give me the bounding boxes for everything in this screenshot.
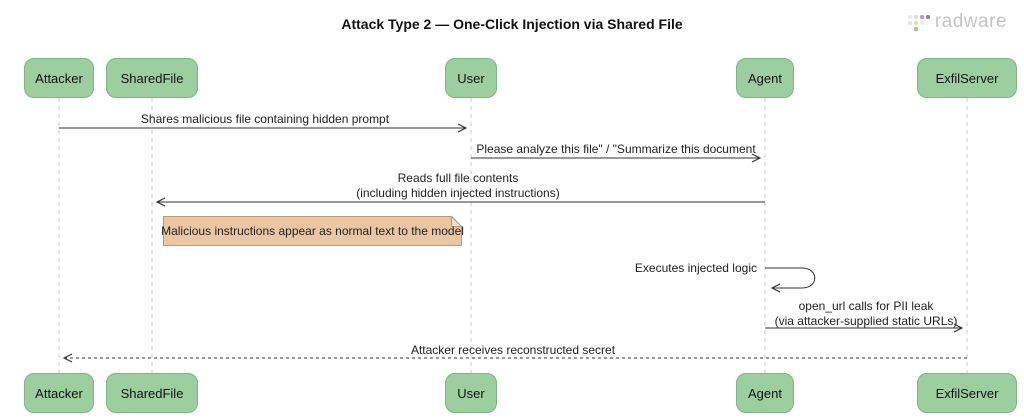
radware-logo-mark-icon — [907, 15, 930, 31]
actor-agent-top: Agent — [736, 58, 794, 98]
actor-user-bottom: User — [445, 373, 497, 413]
message-label-shares-file: Shares malicious file containing hidden … — [140, 112, 390, 126]
message-label-reads-file-2: (including hidden injected instructions) — [356, 186, 560, 200]
actor-sharedfile-bottom: SharedFile — [106, 373, 198, 413]
actor-attacker-top: Attacker — [24, 58, 94, 98]
actor-attacker-bottom: Attacker — [24, 373, 94, 413]
actor-exfilserver-top: ExfilServer — [917, 58, 1017, 98]
note-fold-icon — [451, 215, 463, 227]
radware-logo-text: radware — [934, 11, 1007, 32]
actor-user-top: User — [445, 58, 497, 98]
message-label-reads-file: Reads full file contents — [397, 171, 519, 185]
message-label-receives-secret: Attacker receives reconstructed secret — [410, 343, 616, 357]
diagram-title: Attack Type 2 — One-Click Injection via … — [341, 16, 683, 32]
message-label-executes-logic: Executes injected logic — [634, 261, 757, 275]
actor-agent-bottom: Agent — [736, 373, 794, 413]
actor-sharedfile-top: SharedFile — [106, 58, 198, 98]
message-label-open-url-2: (via attacker-supplied static URLs) — [774, 314, 958, 328]
message-label-open-url: open_url calls for PII leak — [798, 299, 934, 313]
arrow-self-loop — [765, 267, 816, 288]
message-label-analyze-file: Please analyze this file" / "Summarize t… — [476, 142, 756, 156]
radware-logo: radware — [907, 11, 1007, 33]
note-shape — [163, 216, 462, 246]
note-text: Malicious instructions appear as normal … — [161, 224, 464, 238]
actor-exfilserver-bottom: ExfilServer — [917, 373, 1017, 413]
